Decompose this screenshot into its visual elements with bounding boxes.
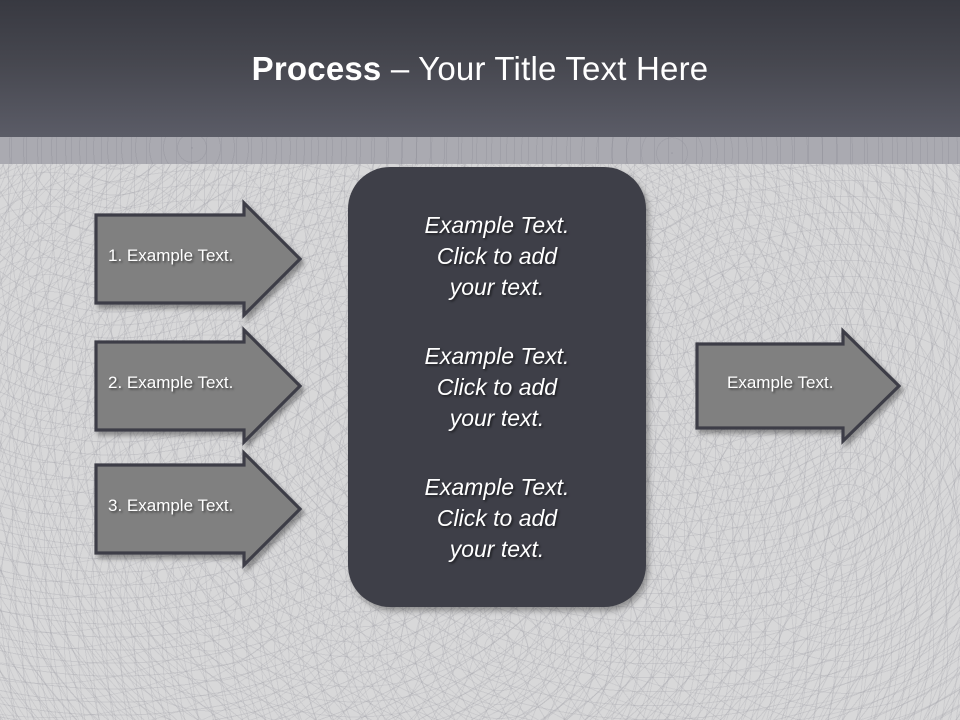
header-divider-band [0,137,960,164]
arrow-step-2[interactable]: 2. Example Text. [94,326,304,446]
arrow-step-1[interactable]: 1. Example Text. [94,199,304,319]
page-title-strong: Process [251,50,382,87]
arrow-output[interactable]: Example Text. [695,327,905,445]
arrow-step-3[interactable]: 3. Example Text. [94,449,304,569]
header-band: Process – Your Title Text Here [0,0,960,137]
panel-text-block-1: Example Text. Click to add your text. [424,211,570,300]
center-process-panel[interactable]: Example Text. Click to add your text. Ex… [348,167,646,607]
page-title-rest: – Your Title Text Here [381,50,709,87]
page-title: Process – Your Title Text Here [0,48,960,90]
panel-text-block-2: Example Text. Click to add your text. [424,342,570,431]
panel-text-block-3: Example Text. Click to add your text. [424,473,570,562]
